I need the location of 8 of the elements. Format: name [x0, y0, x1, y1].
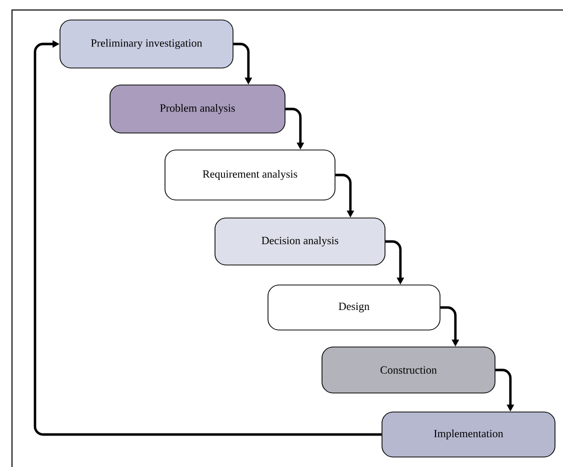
- process-box: Implementation: [382, 412, 556, 458]
- process-box: Preliminary investigation: [60, 20, 234, 68]
- process-box: Design: [268, 284, 440, 330]
- process-box: Requirement analysis: [164, 150, 336, 200]
- arrow: [34, 40, 382, 436]
- process-box: Construction: [322, 346, 496, 394]
- process-box: Problem analysis: [110, 84, 286, 134]
- process-box: Decision analysis: [214, 218, 386, 266]
